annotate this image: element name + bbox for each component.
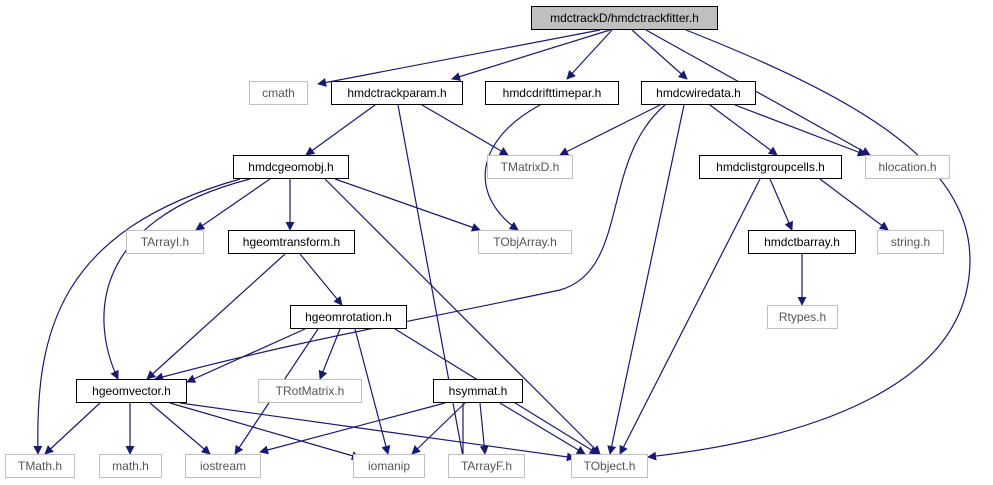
node-math[interactable]: math.h (99, 454, 162, 478)
edge-from-hmdcwiredata (154, 104, 666, 382)
edge-from-hgeomtransform (299, 253, 343, 306)
edge-from-hmdcgeomobj (334, 178, 481, 232)
edge-from-hgeomvector (44, 402, 101, 455)
node-tmatrixd[interactable]: TMatrixD.h (487, 155, 573, 179)
edge-from-hmdcgeomobj (103, 178, 251, 380)
node-root[interactable]: mdctrackD/hmdctrackfitter.h (531, 6, 718, 30)
node-rtypes[interactable]: Rtypes.h (767, 305, 838, 329)
edge-from-hgeomtransform (146, 253, 286, 380)
edge-from-root (647, 29, 971, 461)
node-string[interactable]: string.h (877, 230, 944, 254)
node-iostream[interactable]: iostream (185, 454, 261, 478)
edge-from-hsymmat (259, 402, 446, 455)
edge-from-hgeomrotation (354, 328, 391, 455)
edge-from-hmdcwiredata (607, 104, 685, 455)
edge-from-hmdcgeomobj (324, 178, 601, 455)
edge-from-root (566, 29, 613, 80)
edge-from-hmdctrackparam (397, 104, 468, 458)
node-tarrayf[interactable]: TArrayF.h (448, 454, 525, 478)
node-hgeomtransform[interactable]: hgeomtransform.h (228, 230, 355, 254)
edge-from-root (631, 29, 688, 80)
node-hmdclistgroupcells[interactable]: hmdclistgroupcells.h (699, 155, 842, 179)
edge-from-hmdcwiredata (709, 104, 778, 156)
edge-from-hmdctrackparam (305, 104, 376, 156)
edge-from-hmdcdrifttimepar (484, 104, 541, 231)
edge-from-hsymmat (499, 402, 586, 455)
node-cmath[interactable]: cmath (249, 81, 308, 105)
node-hmdcwiredata[interactable]: hmdcwiredata.h (641, 81, 756, 105)
node-tobjarray[interactable]: TObjArray.h (478, 230, 572, 254)
edge-from-root (645, 29, 871, 156)
node-trotmatrix[interactable]: TRotMatrix.h (258, 379, 362, 403)
edge-from-hmdclistgroupcells (769, 178, 793, 231)
edge-from-hmdclistgroupcells (819, 178, 889, 231)
node-tobject[interactable]: TObject.h (571, 454, 648, 478)
node-tarrayi[interactable]: TArrayI.h (126, 230, 204, 254)
node-hmdctbarray[interactable]: hmdctbarray.h (748, 230, 856, 254)
edge-from-hmdcgeomobj (195, 178, 271, 231)
node-hsymmat[interactable]: hsymmat.h (433, 379, 523, 403)
node-hlocation[interactable]: hlocation.h (865, 155, 950, 179)
edge-from-hgeomvector (169, 402, 361, 461)
edges (33, 29, 971, 462)
edge-from-hmdcgeomobj (33, 178, 241, 455)
node-hmdctrackparam[interactable]: hmdctrackparam.h (331, 81, 463, 105)
node-hgeomvector[interactable]: hgeomvector.h (76, 379, 187, 403)
edge-from-hgeomrotation (186, 328, 306, 383)
edge-from-hmdclistgroupcells (619, 178, 761, 455)
edge-from-hmdcwiredata (559, 104, 661, 156)
edge-from-hgeomrotation (318, 328, 341, 380)
edge-from-hmdctrackparam (421, 104, 509, 156)
edge-from-hgeomvector (149, 402, 211, 455)
edge-from-root (451, 29, 611, 81)
edge-from-hsymmat (411, 402, 466, 455)
node-hmdcdrifttimepar[interactable]: hmdcdrifttimepar.h (485, 81, 619, 105)
edge-from-hsymmat (479, 402, 489, 455)
node-hmdcgeomobj[interactable]: hmdcgeomobj.h (233, 155, 349, 179)
edge-from-root (317, 29, 601, 87)
edge-from-hgeomvector (179, 402, 576, 462)
node-hgeomrotation[interactable]: hgeomrotation.h (290, 305, 407, 329)
node-tmath[interactable]: TMath.h (5, 454, 75, 478)
node-iomanip[interactable]: iomanip (353, 454, 425, 478)
edge-from-hmdcwiredata (734, 104, 867, 157)
